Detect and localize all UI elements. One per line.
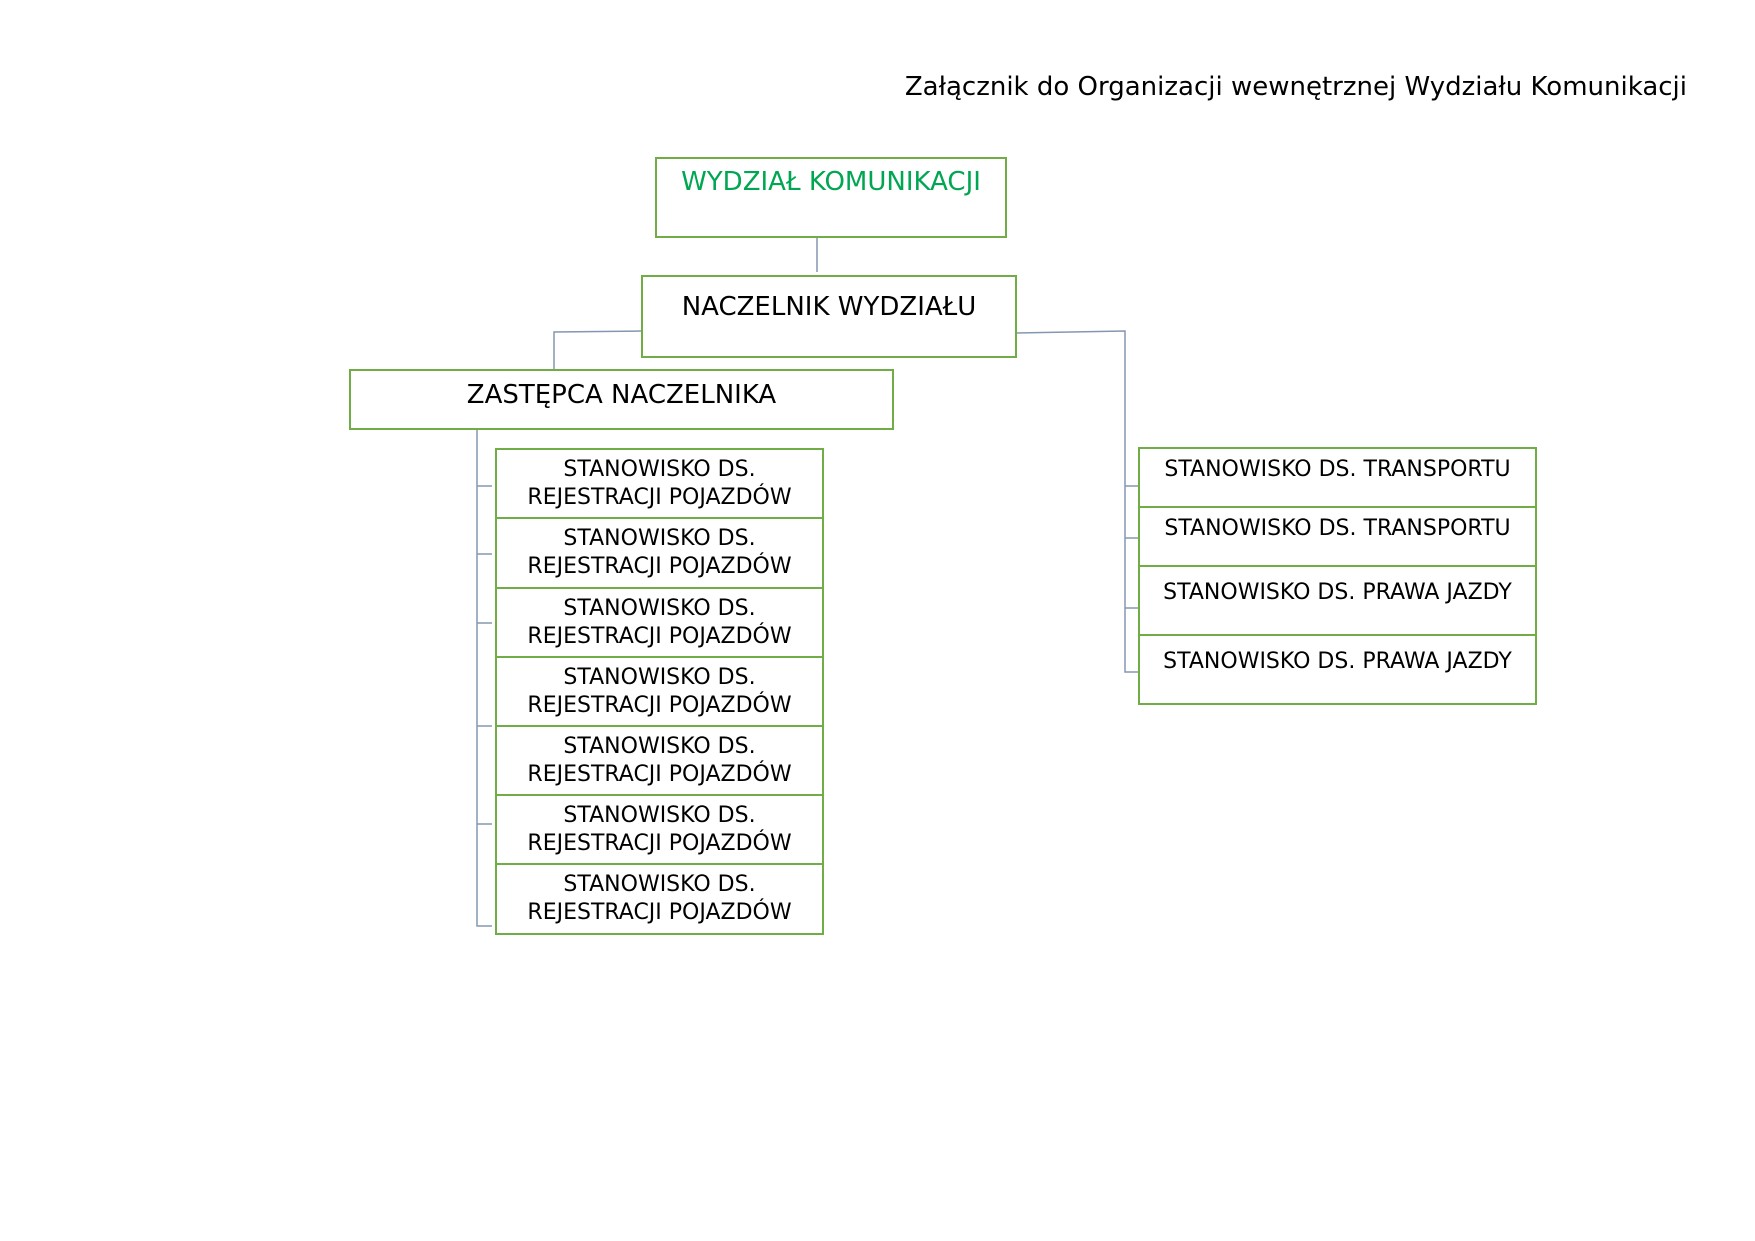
position-box-left: STANOWISKO DS. REJESTRACJI POJAZDÓW xyxy=(495,448,824,520)
position-box-left: STANOWISKO DS. REJESTRACJI POJAZDÓW xyxy=(495,863,824,935)
deputy-label: ZASTĘPCA NACZELNIKA xyxy=(466,380,777,410)
connector-deputy-left xyxy=(476,430,492,927)
position-label: STANOWISKO DS. TRANSPORTU xyxy=(1164,457,1511,482)
position-label: STANOWISKO DS. REJESTRACJI POJAZDÓW xyxy=(527,803,792,856)
position-box-left: STANOWISKO DS. REJESTRACJI POJAZDÓW xyxy=(495,725,824,797)
position-label: STANOWISKO DS. PRAWA JAZDY xyxy=(1163,580,1512,605)
unit-box-wydzial: WYDZIAŁ KOMUNIKACJI xyxy=(655,157,1007,238)
position-box-left: STANOWISKO DS. REJESTRACJI POJAZDÓW xyxy=(495,656,824,728)
position-box-left: STANOWISKO DS. REJESTRACJI POJAZDÓW xyxy=(495,587,824,659)
head-label: NACZELNIK WYDZIAŁU xyxy=(681,292,977,322)
connector-head-right xyxy=(1015,330,1138,673)
unit-label: WYDZIAŁ KOMUNIKACJI xyxy=(681,167,981,197)
position-label: STANOWISKO DS. REJESTRACJI POJAZDÓW xyxy=(527,872,792,925)
position-label: STANOWISKO DS. REJESTRACJI POJAZDÓW xyxy=(527,734,792,787)
unit-box-zastepca: ZASTĘPCA NACZELNIKA xyxy=(349,369,894,430)
position-label: STANOWISKO DS. REJESTRACJI POJAZDÓW xyxy=(527,665,792,718)
unit-box-naczelnik: NACZELNIK WYDZIAŁU xyxy=(641,275,1017,358)
position-box-left: STANOWISKO DS. REJESTRACJI POJAZDÓW xyxy=(495,794,824,866)
position-label: STANOWISKO DS. REJESTRACJI POJAZDÓW xyxy=(527,526,792,579)
position-label: STANOWISKO DS. REJESTRACJI POJAZDÓW xyxy=(527,457,792,510)
position-box-right: STANOWISKO DS. TRANSPORTU xyxy=(1138,506,1537,567)
position-box-left: STANOWISKO DS. REJESTRACJI POJAZDÓW xyxy=(495,517,824,589)
connector-head-deputy xyxy=(553,330,643,369)
position-label: STANOWISKO DS. PRAWA JAZDY xyxy=(1163,649,1512,674)
position-box-right: STANOWISKO DS. TRANSPORTU xyxy=(1138,447,1537,508)
position-label: STANOWISKO DS. TRANSPORTU xyxy=(1164,516,1511,541)
position-box-right: STANOWISKO DS. PRAWA JAZDY xyxy=(1138,634,1537,705)
page-caption: Załącznik do Organizacji wewnętrznej Wyd… xyxy=(904,72,1687,102)
position-box-right: STANOWISKO DS. PRAWA JAZDY xyxy=(1138,565,1537,636)
position-label: STANOWISKO DS. REJESTRACJI POJAZDÓW xyxy=(527,596,792,649)
